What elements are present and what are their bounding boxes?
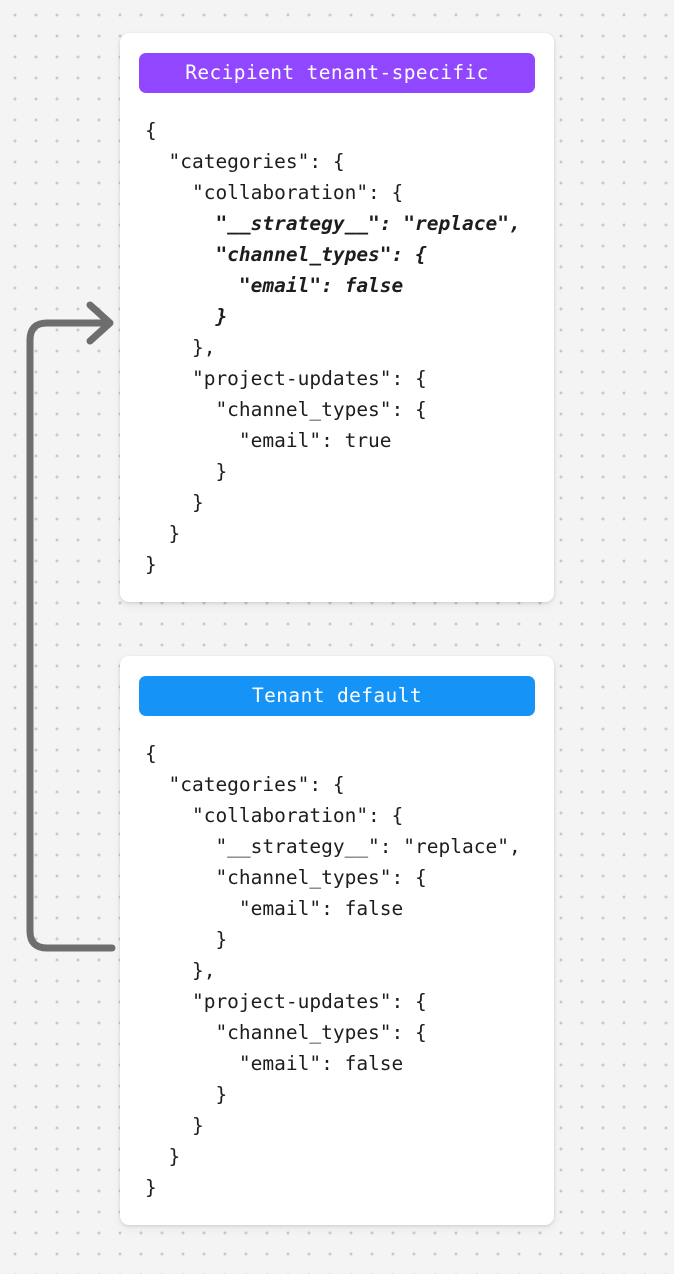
code-line: } <box>145 928 228 951</box>
code-line: "channel_types": { <box>145 398 427 421</box>
code-line: } <box>145 1145 181 1168</box>
code-line: "collaboration": { <box>145 181 404 204</box>
arrow-path <box>26 319 116 952</box>
code-line: { <box>145 742 157 765</box>
code-line: "channel_types": { <box>145 243 427 266</box>
code-line: "categories": { <box>145 150 345 173</box>
code-line: } <box>145 305 228 328</box>
code-line: "channel_types": { <box>145 1021 427 1044</box>
code-line: } <box>145 1083 228 1106</box>
code-line: "project-updates": { <box>145 990 427 1013</box>
badge-recipient-tenant-specific: Recipient tenant-specific <box>139 53 535 93</box>
code-line: "collaboration": { <box>145 804 404 827</box>
card-tenant-default: Tenant default { "categories": { "collab… <box>120 656 554 1225</box>
code-line: } <box>145 460 228 483</box>
code-line: "email": true <box>145 429 392 452</box>
code-line: { <box>145 119 157 142</box>
code-line: } <box>145 522 181 545</box>
code-line: }, <box>145 336 216 359</box>
code-line: "email": false <box>145 1052 404 1075</box>
code-line: } <box>145 553 157 576</box>
code-line: "__strategy__": "replace", <box>145 835 521 858</box>
code-line: "categories": { <box>145 773 345 796</box>
code-line: "__strategy__": "replace", <box>145 212 521 235</box>
code-line: }, <box>145 959 216 982</box>
card-recipient-tenant-specific: Recipient tenant-specific { "categories"… <box>120 33 554 602</box>
code-line: } <box>145 1176 157 1199</box>
code-block-tenant-default: { "categories": { "collaboration": { "__… <box>139 730 535 1203</box>
arrowhead-icon <box>86 301 114 345</box>
code-line: } <box>145 1114 204 1137</box>
badge-tenant-default: Tenant default <box>139 676 535 716</box>
code-line: "channel_types": { <box>145 866 427 889</box>
code-block-recipient-tenant-specific: { "categories": { "collaboration": { "__… <box>139 107 535 580</box>
code-line: "email": false <box>145 897 404 920</box>
code-line: "project-updates": { <box>145 367 427 390</box>
code-line: } <box>145 491 204 514</box>
code-line: "email": false <box>145 274 404 297</box>
